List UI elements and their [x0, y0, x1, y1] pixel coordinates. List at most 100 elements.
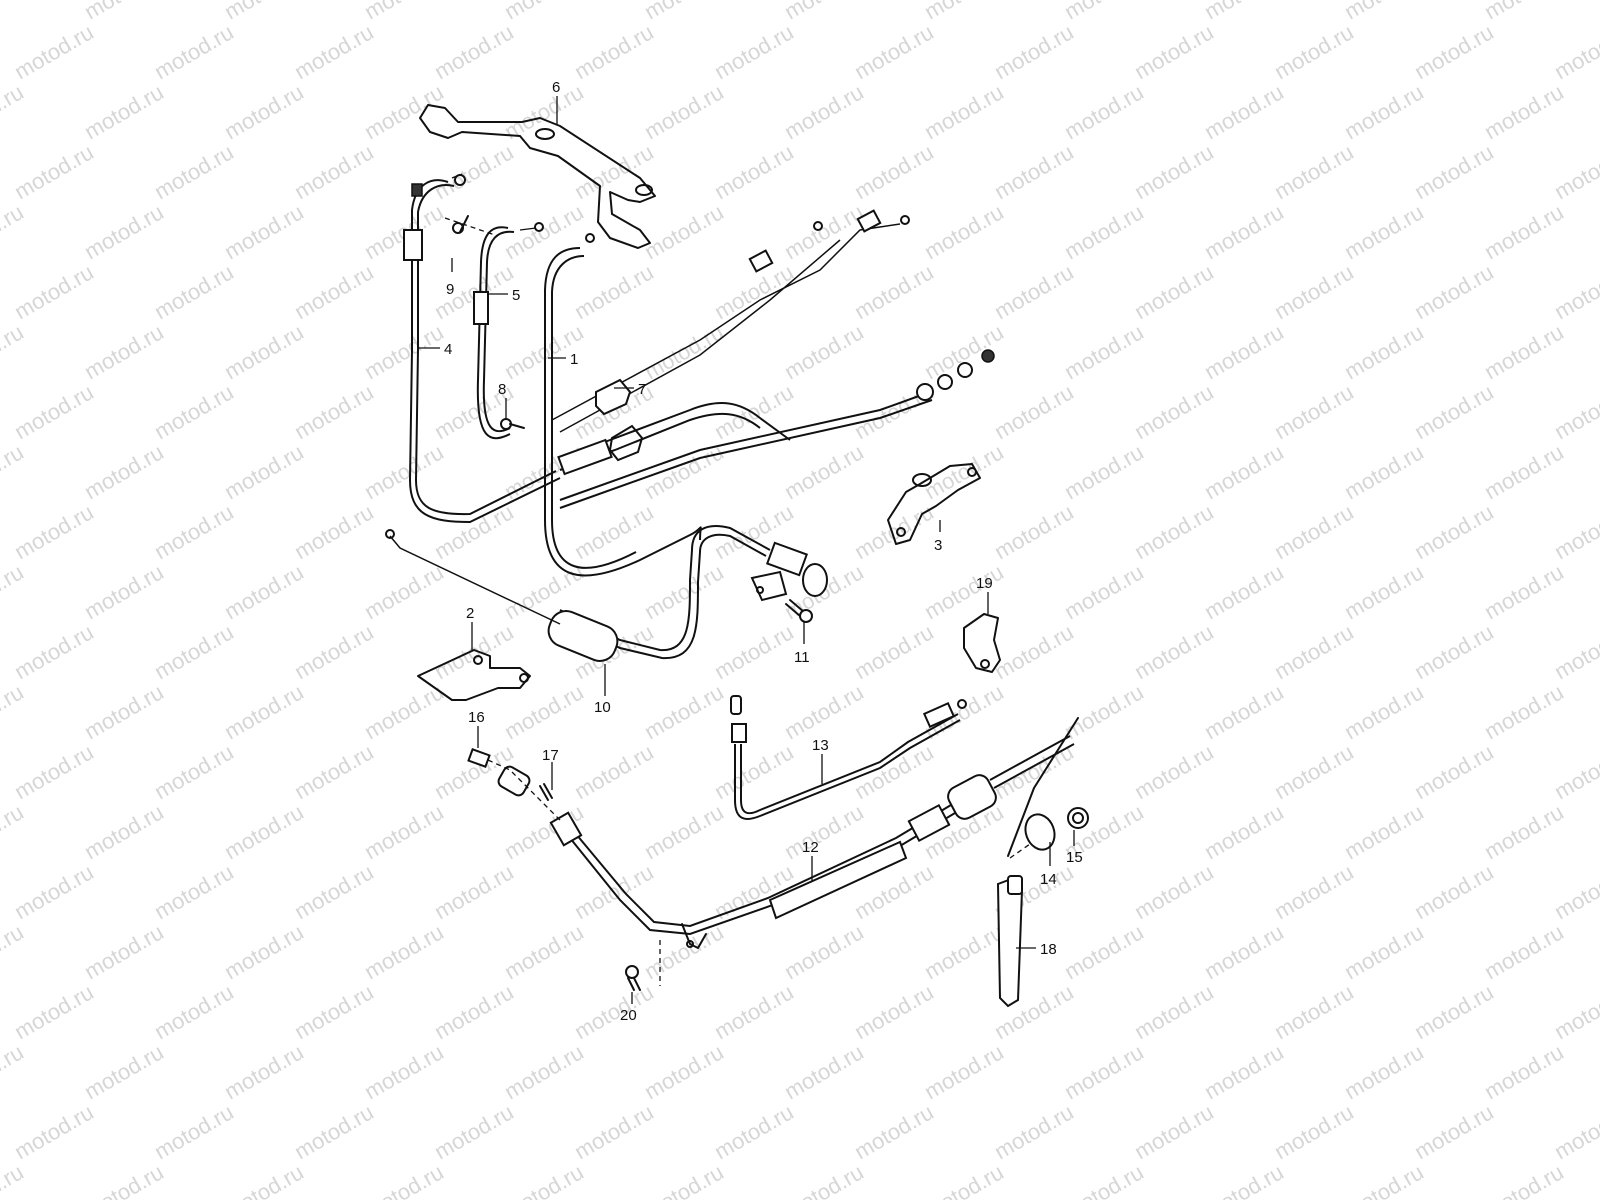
callout-18: 18: [1040, 941, 1057, 958]
watermark-text: motod.ru: [360, 559, 448, 624]
watermark-text: motod.ru: [1550, 19, 1600, 84]
watermark-text: motod.ru: [1550, 379, 1600, 444]
watermark-text: motod.ru: [290, 619, 378, 684]
watermark-text: motod.ru: [0, 1159, 28, 1200]
watermark-text: motod.ru: [220, 0, 308, 24]
watermark-text: motod.ru: [500, 919, 588, 984]
watermark-text: motod.ru: [80, 439, 168, 504]
watermark-text: motod.ru: [80, 799, 168, 864]
callout-7: 7: [638, 381, 646, 398]
watermark-text: motod.ru: [1480, 919, 1568, 984]
watermark-text: motod.ru: [1340, 79, 1428, 144]
watermark-text: motod.ru: [10, 619, 98, 684]
watermark-text: motod.ru: [290, 139, 378, 204]
watermark-text: motod.ru: [640, 319, 728, 384]
watermark-text: motod.ru: [220, 319, 308, 384]
watermark-text: motod.ru: [360, 0, 448, 24]
callout-10: 10: [594, 699, 611, 716]
watermark-text: motod.ru: [1130, 979, 1218, 1044]
watermark-text: motod.ru: [150, 619, 238, 684]
part-1-cable: [544, 209, 910, 577]
watermark-text: motod.ru: [10, 739, 98, 804]
watermark-text: motod.ru: [500, 679, 588, 744]
callout-5: 5: [512, 287, 520, 304]
watermark-text: motod.ru: [1410, 859, 1498, 924]
watermark-text: motod.ru: [1200, 1159, 1288, 1200]
watermark-text: motod.ru: [10, 139, 98, 204]
watermark-text: motod.ru: [1550, 739, 1600, 804]
watermark-text: motod.ru: [1410, 259, 1498, 324]
watermark-text: motod.ru: [1340, 0, 1428, 24]
watermark-text: motod.ru: [1340, 799, 1428, 864]
watermark-text: motod.ru: [1060, 0, 1148, 24]
watermark-text: motod.ru: [360, 439, 448, 504]
watermark-text: motod.ru: [570, 499, 658, 564]
callout-6: 6: [552, 79, 560, 96]
watermark-text: motod.ru: [710, 379, 798, 444]
watermark-text: motod.ru: [500, 1039, 588, 1104]
watermark-text: motod.ru: [10, 979, 98, 1044]
watermark-text: motod.ru: [220, 199, 308, 264]
watermark-text: motod.ru: [1340, 1159, 1428, 1200]
watermark-text: motod.ru: [1410, 739, 1498, 804]
watermark-text: motod.ru: [360, 1159, 448, 1200]
watermark-text: motod.ru: [1270, 139, 1358, 204]
watermark-text: motod.ru: [1270, 499, 1358, 564]
watermark-text: motod.ru: [1340, 199, 1428, 264]
watermark-text: motod.ru: [850, 139, 938, 204]
watermark-text: motod.ru: [710, 739, 798, 804]
watermark-text: motod.ru: [150, 739, 238, 804]
watermark-text: motod.ru: [990, 379, 1078, 444]
watermark-text: motod.ru: [0, 559, 28, 624]
watermark-text: motod.ru: [290, 379, 378, 444]
watermark-text: motod.ru: [710, 139, 798, 204]
watermark-text: motod.ru: [1270, 859, 1358, 924]
part-2-bracket: [417, 649, 531, 701]
callout-15: 15: [1066, 849, 1083, 866]
part-14-15-fittings: [1007, 717, 1089, 859]
watermark-text: motod.ru: [1480, 679, 1568, 744]
watermark-text: motod.ru: [10, 379, 98, 444]
watermark-text: motod.ru: [1340, 1039, 1428, 1104]
watermark-text: motod.ru: [1550, 619, 1600, 684]
watermark-text: motod.ru: [220, 919, 308, 984]
watermark-text: motod.ru: [920, 79, 1008, 144]
watermark-text: motod.ru: [780, 319, 868, 384]
watermark-text: motod.ru: [920, 919, 1008, 984]
watermark-text: motod.ru: [1550, 499, 1600, 564]
watermark-text: motod.ru: [430, 139, 518, 204]
watermark-text: motod.ru: [220, 1039, 308, 1104]
watermark-text: motod.ru: [1270, 1099, 1358, 1164]
watermark-text: motod.ru: [990, 19, 1078, 84]
watermark-text: motod.ru: [780, 1159, 868, 1200]
watermark-text: motod.ru: [80, 559, 168, 624]
watermark-text: motod.ru: [1200, 799, 1288, 864]
part-11-screw: [785, 599, 813, 623]
choke-cable: [559, 349, 995, 509]
watermark-text: motod.ru: [1340, 319, 1428, 384]
watermark-text: motod.ru: [80, 1159, 168, 1200]
watermark-text: motod.ru: [0, 1039, 28, 1104]
watermark-text: motod.ru: [1130, 139, 1218, 204]
watermark-text: motod.ru: [920, 559, 1008, 624]
watermark-text: motod.ru: [570, 19, 658, 84]
watermark-text: motod.ru: [1480, 559, 1568, 624]
callout-2: 2: [466, 605, 474, 622]
watermark-text: motod.ru: [1550, 979, 1600, 1044]
watermark-text: motod.ru: [710, 19, 798, 84]
watermark-text: motod.ru: [1480, 199, 1568, 264]
watermark-text: motod.ru: [1130, 499, 1218, 564]
watermark-text: motod.ru: [1200, 79, 1288, 144]
watermark-text: motod.ru: [850, 979, 938, 1044]
watermark-text: motod.ru: [640, 679, 728, 744]
watermark-text: motod.ru: [430, 19, 518, 84]
watermark-text: motod.ru: [1200, 1039, 1288, 1104]
watermark-text: motod.ru: [1130, 19, 1218, 84]
watermark-text: motod.ru: [430, 619, 518, 684]
watermark-text: motod.ru: [1200, 919, 1288, 984]
watermark-text: motod.ru: [1340, 679, 1428, 744]
watermark-text: motod.ru: [1550, 859, 1600, 924]
watermark-text: motod.ru: [1200, 199, 1288, 264]
watermark-text: motod.ru: [1060, 919, 1148, 984]
watermark-text: motod.ru: [990, 499, 1078, 564]
